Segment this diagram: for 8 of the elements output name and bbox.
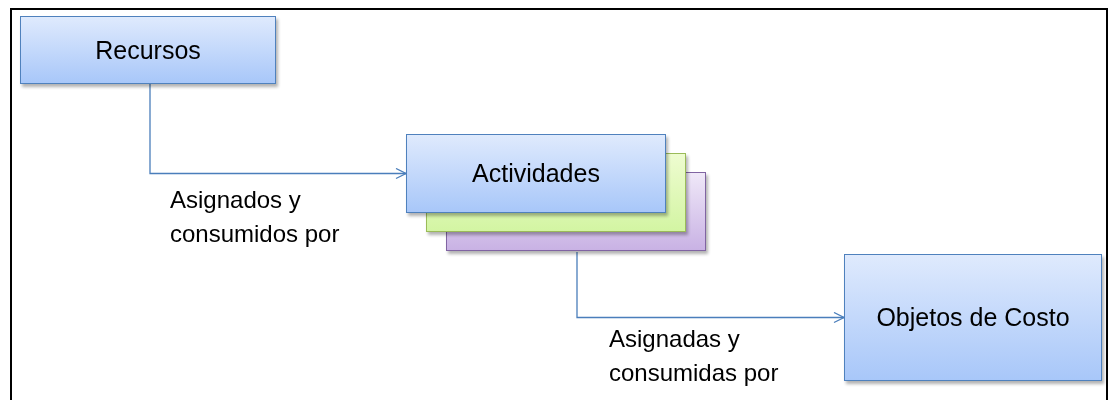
connector-arrow (576, 251, 845, 324)
process-box (20, 16, 276, 84)
stacked-cards-box (406, 134, 706, 252)
box-label: Recursos (95, 35, 201, 65)
connector-arrow (149, 83, 407, 180)
process-box (844, 254, 1102, 381)
box-label: Actividades (472, 159, 600, 188)
box-label: Objetos de Costo (876, 303, 1070, 332)
